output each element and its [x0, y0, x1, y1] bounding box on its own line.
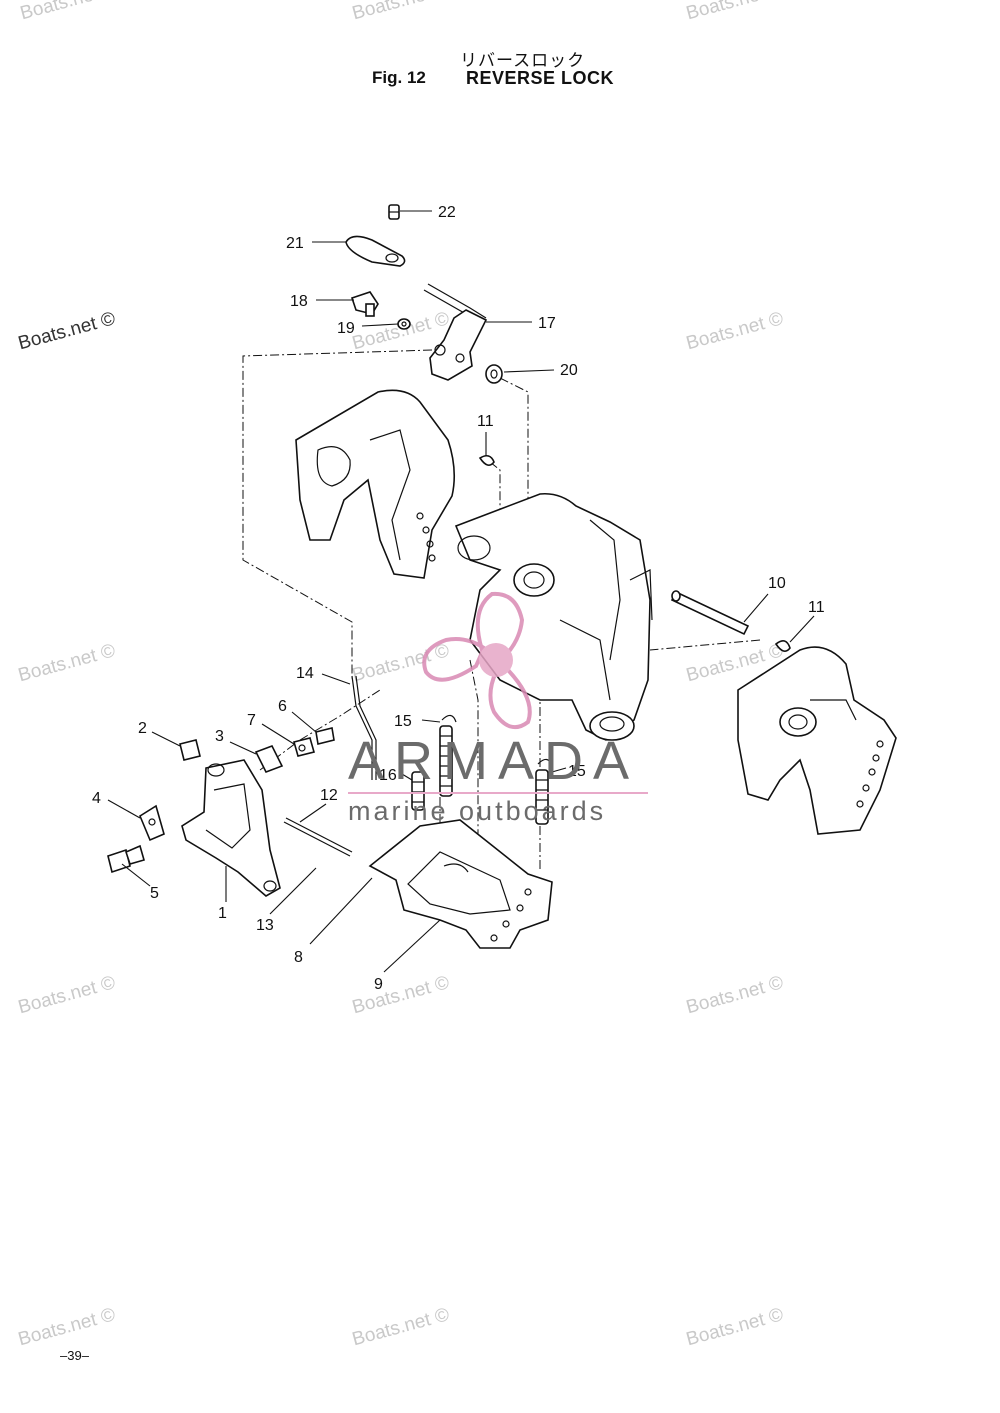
callout-2: 2 [138, 720, 147, 737]
part-4-plate [139, 804, 165, 842]
callout-16: 16 [379, 767, 397, 784]
part-22-pin [388, 204, 400, 220]
part-21-grip [345, 235, 406, 267]
callout-21: 21 [286, 235, 304, 252]
part-18-knob [350, 291, 379, 317]
callout-20: 20 [560, 362, 578, 379]
callout-labels: 22 21 18 19 17 20 11 10 11 14 6 7 2 3 4 … [92, 204, 825, 993]
callout-13: 13 [256, 917, 274, 934]
callout-19: 19 [337, 320, 355, 337]
part-3-sleeve [254, 744, 284, 774]
figure-title: REVERSE LOCK [466, 68, 615, 88]
swivel-bracket [454, 492, 653, 741]
callout-6: 6 [278, 698, 287, 715]
right-clamp-bracket [737, 646, 897, 835]
part-15-spring-left [439, 714, 457, 797]
callout-10: 10 [768, 575, 786, 592]
left-clamp-bracket [295, 389, 456, 579]
page-number: –39– [60, 1348, 89, 1363]
callout-3: 3 [215, 728, 224, 745]
part-15-spring-right [535, 758, 553, 825]
callout-11-right: 11 [808, 599, 825, 616]
part-2-pin [179, 739, 201, 761]
part-12-shaft [283, 817, 353, 857]
part-6-spring [315, 727, 335, 745]
part-5-bolt [107, 844, 145, 874]
callout-4: 4 [92, 790, 101, 807]
callout-15: 15 [394, 713, 412, 730]
part-20-washer [485, 364, 503, 384]
callout-leader-lines [107, 210, 815, 973]
brand-tagline: marine outboards [348, 796, 607, 826]
callout-17: 17 [538, 315, 556, 332]
callout-15-right: 15 [568, 763, 586, 780]
callout-1: 1 [218, 905, 227, 922]
callout-12: 12 [320, 787, 338, 804]
part-19-washer [397, 318, 411, 330]
brand-propeller-logo [422, 591, 532, 730]
figure-number: Fig. 12 [372, 68, 426, 87]
part-11-clip [478, 454, 495, 466]
callout-5: 5 [150, 885, 159, 902]
part-11-clip-right [774, 640, 791, 652]
brand-wordmark: ARMADA [348, 731, 640, 791]
callout-14: 14 [296, 665, 314, 682]
callout-22: 22 [438, 204, 456, 221]
part-10-shaft [670, 590, 750, 636]
callout-8: 8 [294, 949, 303, 966]
callout-9: 9 [374, 976, 383, 993]
part-17-lever [423, 283, 488, 381]
part-9-tilt-base [368, 819, 553, 949]
part-7-collar [293, 737, 315, 757]
part-1-arm [181, 759, 281, 897]
brand-divider [348, 792, 648, 794]
callout-7: 7 [247, 712, 256, 729]
callout-11: 11 [477, 413, 494, 430]
callout-18: 18 [290, 293, 308, 310]
part-14-rod [351, 675, 377, 780]
title-japanese: リバースロック [460, 51, 586, 71]
